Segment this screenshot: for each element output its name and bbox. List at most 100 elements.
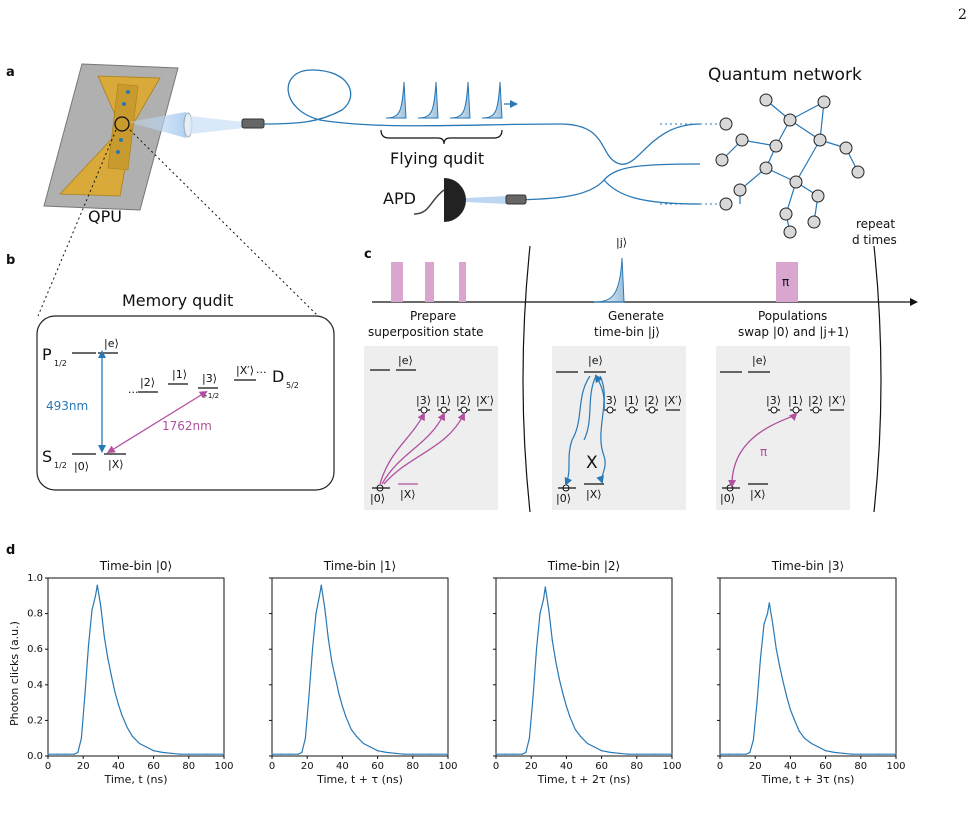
chart-xlabel: Time, t (ns) [103,773,167,786]
transition-1762-arrow [106,390,208,454]
data-point [779,666,781,668]
data-point [114,691,116,693]
wl-1762-label: 1762nm [162,419,212,433]
data-point [308,694,310,697]
pi-pulse-label: π [782,275,789,289]
d-times-label: d times [852,233,897,247]
x-tick-label: 0 [493,761,499,772]
data-point [223,753,225,755]
data-point [91,609,93,611]
chart-frame [47,577,225,757]
data-point [320,584,322,586]
data-point [56,753,58,755]
zero-ket: |0⟩ [74,460,89,473]
s2-xp-ket: |X′⟩ [664,394,682,407]
data-point [370,746,372,748]
data-point [877,753,880,755]
data-point [362,742,365,745]
data-point [331,661,333,663]
data-point [429,753,431,755]
data-point [110,675,112,677]
data-point [301,751,303,754]
s2-x-ket: |X⟩ [586,488,602,501]
one-ket: |1⟩ [172,368,187,381]
s3-e-ket: |e⟩ [752,354,767,367]
data-point [627,753,629,755]
data-point [542,598,545,601]
zoom-lines [37,129,319,317]
flying-qudit-pulses [380,81,518,145]
data-point [271,753,273,755]
ket-j-label: |j⟩ [616,236,627,249]
data-point [558,678,561,681]
x-tick-label: 20 [301,761,314,772]
x-tick-label: 0 [269,761,275,772]
stage1-title-line1: Prepare [410,309,456,323]
data-point [126,726,128,729]
stage3-title-line1: Populations [758,309,827,323]
s1-3-ket: |3⟩ [416,394,431,407]
data-point [94,595,97,597]
data-point [350,728,352,730]
right-bracket [873,245,882,513]
s3-1-ket: |1⟩ [788,394,803,407]
x-tick-label: 40 [336,761,349,772]
s2-e-ket: |e⟩ [588,354,603,367]
pi-pulse-bar [776,262,798,302]
chart-title: Time-bin |2⟩ [547,559,620,573]
apd-label: APD [383,189,416,208]
qpu-chip-icon [43,63,179,211]
data-point [609,751,612,754]
data-point [565,705,568,707]
s1-2-ket: |2⟩ [456,394,471,407]
x-tick-label: 60 [595,761,608,772]
data-point [153,750,155,752]
data-point [188,753,190,755]
data-point [818,746,820,748]
data-point [860,753,862,755]
left-bracket [522,245,531,513]
data-point [315,613,317,615]
memory-qudit-title: Memory qudit [122,291,233,310]
timebin-photon [593,257,625,303]
fiber-path [263,69,701,205]
data-point [756,702,758,704]
data-point [752,739,755,741]
data-point [304,737,306,739]
s2-blocked-x: X [586,453,598,473]
data-point [87,645,90,647]
data-point [763,623,765,625]
s-level-label: S [42,447,52,466]
x-tick-label: 100 [214,761,233,772]
s1-xp-ket: |X′⟩ [476,394,494,407]
x-tick-label: 100 [438,761,457,772]
x-tick-label: 40 [784,761,797,772]
data-point [671,753,673,755]
network-dotted-links [660,123,726,205]
y-tick-label: 0.0 [27,751,43,762]
data-point [851,753,853,755]
data-point [544,586,546,588]
data-point [103,636,105,638]
data-point [338,693,340,695]
s2-1-ket: |1⟩ [624,394,639,407]
data-point [403,753,405,755]
data-point [786,696,788,698]
x-tick-label: 20 [525,761,538,772]
data-point [521,753,524,755]
data-point [311,648,314,650]
s-level-sub: 1/2 [54,461,67,470]
data-point [782,682,785,684]
panel-a: a QPU [6,63,897,317]
x-tick-label: 80 [630,761,643,772]
x-tick-label: 40 [560,761,573,772]
dots-right: ··· [256,366,267,379]
pulse-bar-2 [425,262,434,302]
s3-pi-label: π [760,445,767,459]
data-point [318,595,321,597]
data-point [412,753,414,755]
